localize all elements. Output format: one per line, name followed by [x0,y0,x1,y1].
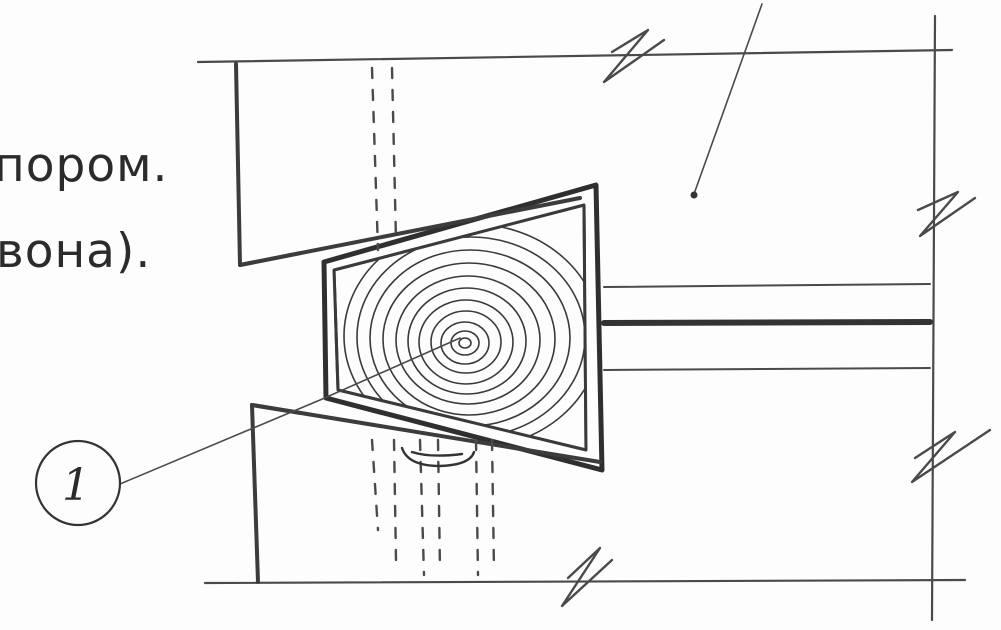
break-mark-top [602,28,666,84]
break-marks [560,28,992,608]
support-shim [400,446,476,468]
wall-edges-top [238,196,602,464]
leader-line-callout [119,337,461,485]
floor-slab-lines [601,283,933,371]
caption-line-2: вона). [0,224,152,279]
caption-line-1: пором. [0,138,169,193]
timber-beam-inner-top [332,203,588,452]
break-mark-right-upper [916,190,977,238]
leader-line-top [690,3,763,199]
break-mark-bottom [560,546,614,608]
hidden-lines [370,66,496,577]
timber-beam-outline-top [321,182,605,473]
frame-lines [196,14,967,622]
break-mark-right-lower [910,428,992,484]
callout-number: 1 [62,460,90,511]
callout-marker: 1 [34,439,122,527]
